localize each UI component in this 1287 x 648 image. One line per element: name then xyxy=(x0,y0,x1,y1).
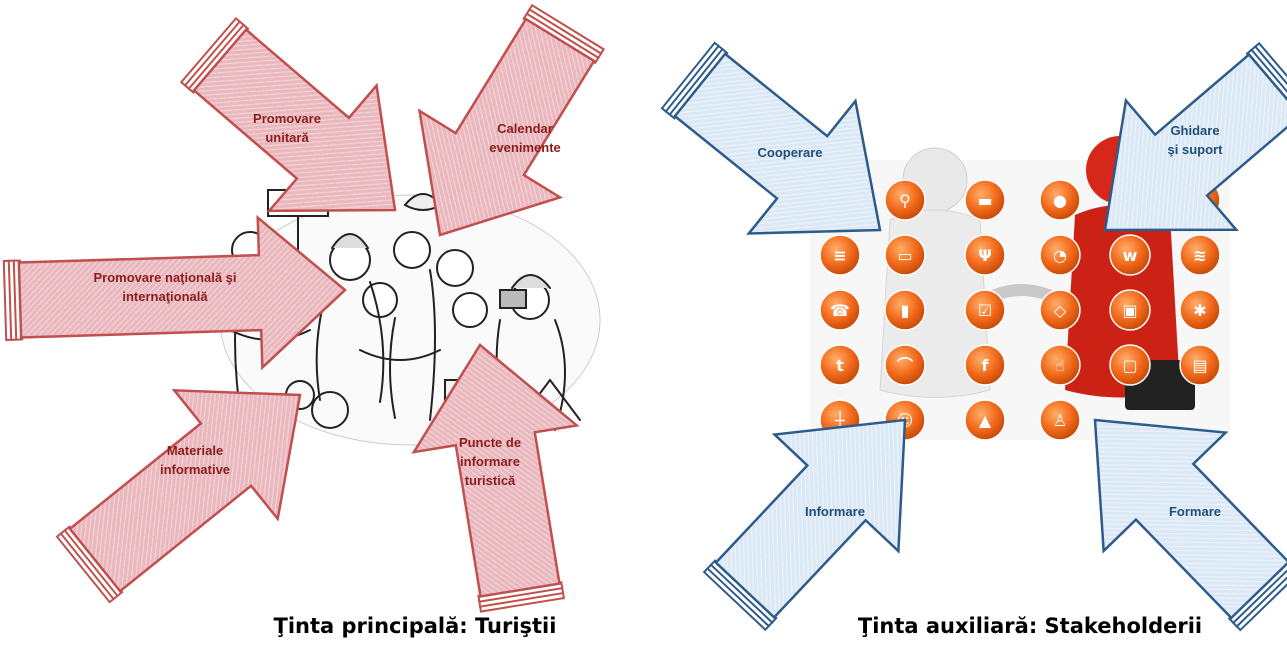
caption-auxiliary-target: Ţinta auxiliară: Stakeholderii xyxy=(857,614,1203,638)
medical-icon: ✱ xyxy=(1179,289,1221,331)
right-formare-label: Formare xyxy=(1169,504,1221,519)
checkbox-icon: ☑ xyxy=(964,289,1006,331)
cruise-icon: ⌒ xyxy=(884,344,926,386)
twitter-icon: t xyxy=(819,344,861,386)
service-icons-grid: ⚲▬●▯✈≡▭Ψ◔w≋☎▮☑◇▣✱t⌒f☝▢▤┼☺▲♙ xyxy=(819,179,1221,441)
right-informare-arrow: Informare xyxy=(702,418,907,632)
right-cooperare-arrow: Cooperare xyxy=(660,41,882,235)
svg-text:▤: ▤ xyxy=(1192,356,1207,375)
svg-text:☎: ☎ xyxy=(830,301,850,320)
map-pin-icon: ● xyxy=(1039,179,1081,221)
contact-card-icon: ▣ xyxy=(1109,289,1151,331)
svg-text:≡: ≡ xyxy=(833,246,846,265)
svg-text:⚲: ⚲ xyxy=(899,191,911,210)
svg-text:☑: ☑ xyxy=(978,301,992,320)
tv-icon: ▢ xyxy=(1109,344,1151,386)
svg-text:▣: ▣ xyxy=(1122,301,1137,320)
right-formare-arrow: Formare xyxy=(1093,418,1287,632)
car-icon: ▬ xyxy=(964,179,1006,221)
svg-text:▭: ▭ xyxy=(897,246,912,265)
svg-text:▮: ▮ xyxy=(901,301,910,320)
caption-main-target: Ţinta principală: Turiştii xyxy=(273,614,557,638)
svg-text:t: t xyxy=(836,356,844,375)
telephone-icon: ☎ xyxy=(819,289,861,331)
pie-chart-icon: ◔ xyxy=(1039,234,1081,276)
bicycle-icon: ⚲ xyxy=(884,179,926,221)
svg-text:≋: ≋ xyxy=(1193,246,1206,265)
wifi-icon: ≋ xyxy=(1179,234,1221,276)
helicopter-icon: ≡ xyxy=(819,234,861,276)
stakeholders-illustration: ⚲▬●▯✈≡▭Ψ◔w≋☎▮☑◇▣✱t⌒f☝▢▤┼☺▲♙ xyxy=(810,136,1230,441)
facebook-icon: f xyxy=(964,344,1006,386)
right-cooperare-label: Cooperare xyxy=(757,145,822,160)
bus-icon: ▤ xyxy=(1179,344,1221,386)
svg-text:f: f xyxy=(982,356,990,375)
svg-text:♙: ♙ xyxy=(1053,411,1067,430)
svg-text:▢: ▢ xyxy=(1122,356,1137,375)
svg-text:▬: ▬ xyxy=(977,191,992,210)
graduation-cap-icon: ▲ xyxy=(964,399,1006,441)
bed-icon: ▭ xyxy=(884,234,926,276)
svg-text:Ψ: Ψ xyxy=(978,246,992,265)
svg-text:┼: ┼ xyxy=(834,410,845,430)
svg-text:▲: ▲ xyxy=(979,411,992,430)
svg-text:w: w xyxy=(1123,246,1138,265)
ticket-icon: ◇ xyxy=(1039,289,1081,331)
svg-text:✱: ✱ xyxy=(1193,301,1206,320)
restaurant-icon: Ψ xyxy=(964,234,1006,276)
svg-text:◇: ◇ xyxy=(1054,301,1067,320)
www-icon: w xyxy=(1109,234,1151,276)
svg-text:⌒: ⌒ xyxy=(897,356,913,375)
svg-text:☝: ☝ xyxy=(1055,356,1065,375)
svg-text:●: ● xyxy=(1053,191,1067,210)
svg-text:◔: ◔ xyxy=(1053,246,1067,265)
fuel-icon: ▮ xyxy=(884,289,926,331)
desk-icon: ♙ xyxy=(1039,399,1081,441)
right-informare-label: Informare xyxy=(805,504,865,519)
thumbs-up-icon: ☝ xyxy=(1039,344,1081,386)
